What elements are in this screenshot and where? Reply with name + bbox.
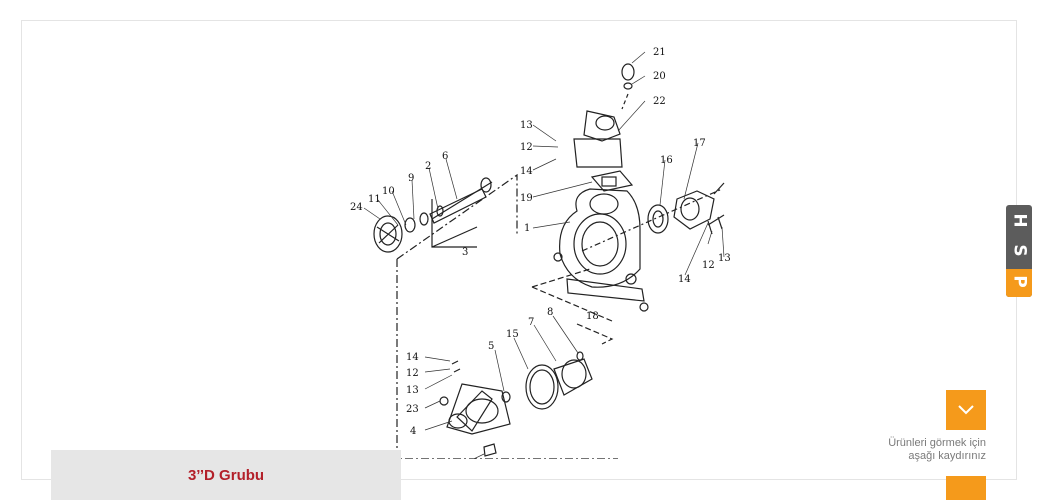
diagram-svg: 21 20 22 13 12 14 16 17 19 6 2 9 10 11 2… bbox=[350, 47, 731, 459]
logo-letter: S bbox=[1009, 244, 1030, 258]
part-label: 13 bbox=[520, 120, 533, 131]
part-label: 9 bbox=[408, 173, 414, 184]
logo-letter: H bbox=[1009, 213, 1030, 228]
part-label: 20 bbox=[653, 71, 666, 82]
scroll-hint: Ürünleri görmek için aşağı kaydırınız bbox=[826, 437, 986, 463]
scroll-hint-line2: aşağı kaydırınız bbox=[908, 450, 986, 462]
part-label: 19 bbox=[520, 193, 533, 204]
part-label: 16 bbox=[660, 155, 673, 166]
part-label: 5 bbox=[488, 341, 494, 352]
scroll-down-button-secondary[interactable] bbox=[946, 476, 986, 500]
part-label: 6 bbox=[442, 151, 448, 162]
part-label: 15 bbox=[506, 329, 519, 340]
part-label: 23 bbox=[406, 404, 419, 415]
part-label: 14 bbox=[406, 352, 419, 363]
group-tab-3d[interactable]: 3’’D Grubu bbox=[51, 450, 401, 500]
part-label: 12 bbox=[702, 260, 715, 271]
part-label: 10 bbox=[382, 186, 395, 197]
exploded-pump-diagram: 21 20 22 13 12 14 16 17 19 6 2 9 10 11 2… bbox=[322, 39, 742, 459]
part-label: 12 bbox=[520, 142, 533, 153]
scroll-down-button[interactable] bbox=[946, 390, 986, 430]
hsp-logo-icon[interactable]: H S P bbox=[1006, 205, 1032, 297]
part-label: 11 bbox=[368, 194, 381, 205]
part-label: 2 bbox=[425, 161, 431, 172]
part-label: 14 bbox=[520, 166, 533, 177]
part-label: 21 bbox=[653, 47, 666, 58]
part-label: 14 bbox=[678, 274, 691, 285]
part-label: 12 bbox=[406, 368, 419, 379]
part-label: 22 bbox=[653, 96, 666, 107]
part-label: 4 bbox=[410, 426, 416, 437]
part-label: 3 bbox=[462, 247, 468, 258]
part-label: 1 bbox=[524, 223, 530, 234]
group-tab-label: 3’’D Grubu bbox=[187, 466, 265, 484]
scroll-hint-line1: Ürünleri görmek için bbox=[888, 437, 986, 449]
part-label: 13 bbox=[406, 385, 419, 396]
product-frame: 21 20 22 13 12 14 16 17 19 6 2 9 10 11 2… bbox=[21, 20, 1017, 480]
chevron-down-icon bbox=[958, 405, 974, 415]
part-label: 13 bbox=[718, 253, 731, 264]
part-label: 24 bbox=[350, 202, 363, 213]
logo-letter: P bbox=[1009, 275, 1030, 288]
part-label: 18 bbox=[586, 311, 599, 322]
part-label: 8 bbox=[547, 307, 553, 318]
part-label: 17 bbox=[693, 138, 706, 149]
part-label: 7 bbox=[528, 317, 534, 328]
logo-accent bbox=[1006, 269, 1032, 297]
